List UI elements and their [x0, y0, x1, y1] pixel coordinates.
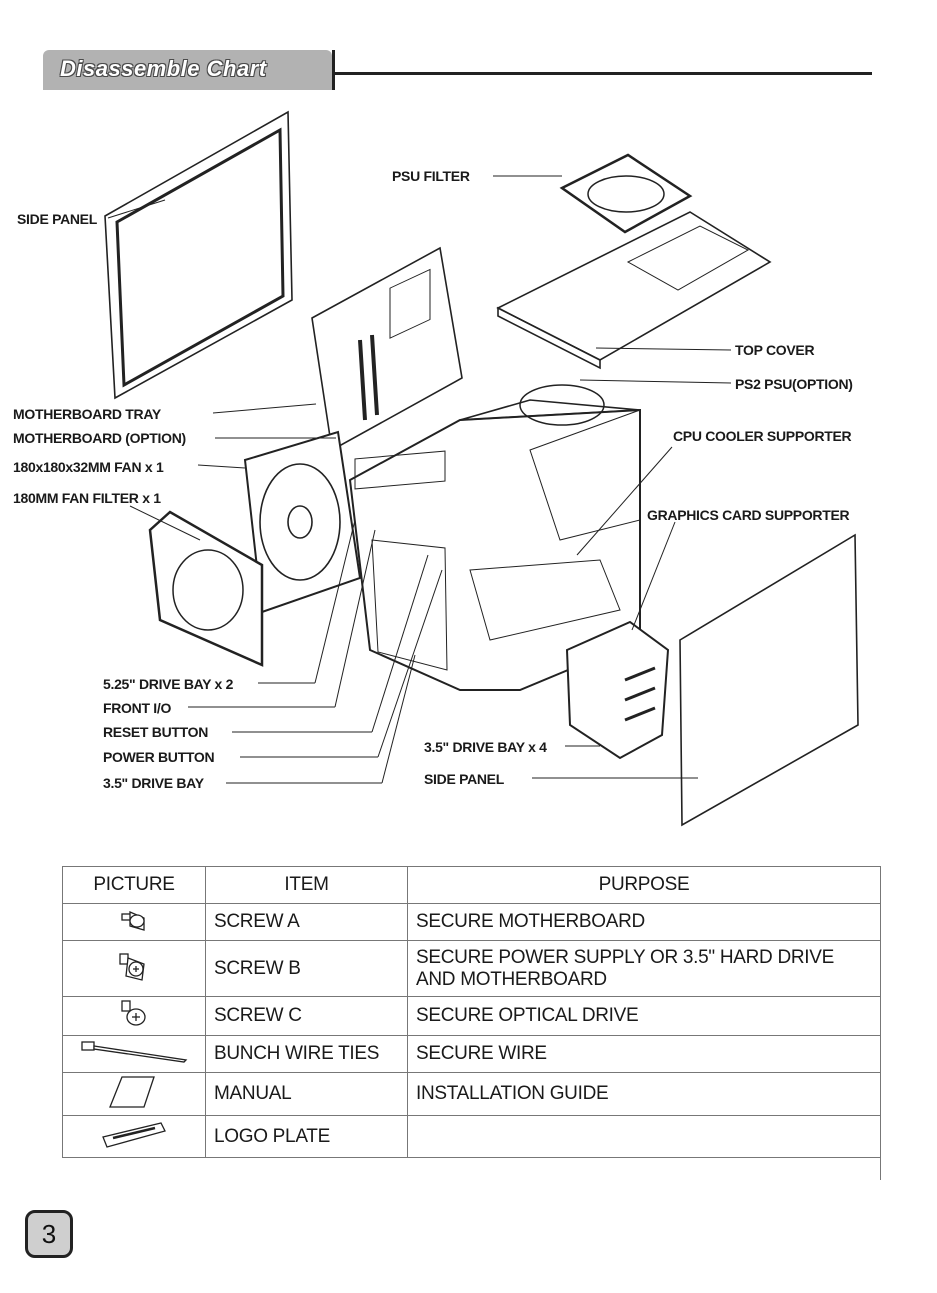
purpose-cell: [407, 1115, 881, 1158]
logo-plate-icon: [102, 1121, 166, 1148]
fan-filter-illustration: [148, 510, 264, 667]
page-title: Disassemble Chart: [60, 56, 267, 81]
parts-table: PICTURE ITEM PURPOSE SCREW A SECURE MOTH…: [62, 866, 881, 1158]
label-front-io: FRONT I/O: [103, 700, 172, 716]
purpose-cell: SECURE WIRE: [407, 1035, 881, 1073]
item-cell: SCREW C: [205, 996, 408, 1036]
picture-cell: [62, 996, 206, 1036]
label-reset-button: RESET BUTTON: [103, 724, 209, 740]
label-cpu-cooler-supporter: CPU COOLER SUPPORTER: [673, 428, 852, 444]
header-picture: PICTURE: [62, 866, 206, 904]
header-purpose: PURPOSE: [407, 866, 881, 904]
picture-cell: [62, 903, 206, 941]
label-ps2-psu: PS2 PSU(OPTION): [735, 376, 853, 392]
item-cell: LOGO PLATE: [205, 1115, 408, 1158]
header-item: ITEM: [205, 866, 408, 904]
item-cell: SCREW A: [205, 903, 408, 941]
label-motherboard: MOTHERBOARD (OPTION): [13, 430, 186, 446]
table-row: LOGO PLATE: [62, 1115, 881, 1158]
item-cell: SCREW B: [205, 940, 408, 997]
hex-screw-icon: [119, 952, 145, 981]
table-trailing-line: [880, 1150, 881, 1180]
side-panel-right-illustration: [679, 533, 859, 827]
table-row: SCREW C SECURE OPTICAL DRIVE: [62, 996, 881, 1036]
label-psu-filter: PSU FILTER: [392, 168, 470, 184]
label-top-cover: TOP COVER: [735, 342, 815, 358]
leader-lines: [107, 175, 732, 784]
title-tab: [43, 50, 332, 90]
cable-tie-icon: [81, 1041, 188, 1063]
label-side-panel-right: SIDE PANEL: [424, 771, 504, 787]
motherboard-tray-illustration: [311, 246, 463, 452]
item-cell: BUNCH WIRE TIES: [205, 1035, 408, 1073]
label-side-panel-left: SIDE PANEL: [17, 211, 97, 227]
table-row: MANUAL INSTALLATION GUIDE: [62, 1072, 881, 1116]
table-row: SCREW B SECURE POWER SUPPLY OR 3.5" HARD…: [62, 940, 881, 997]
item-cell: MANUAL: [205, 1072, 408, 1116]
picture-cell: [62, 1072, 206, 1116]
picture-cell: [62, 1035, 206, 1073]
purpose-cell: SECURE MOTHERBOARD: [407, 903, 881, 941]
label-power-button: POWER BUTTON: [103, 749, 215, 765]
psu-filter-illustration: [559, 153, 693, 234]
purpose-cell: SECURE OPTICAL DRIVE: [407, 996, 881, 1036]
phillips-screw-icon: [121, 1000, 146, 1026]
table-row: BUNCH WIRE TIES SECURE WIRE: [62, 1035, 881, 1073]
label-motherboard-tray: MOTHERBOARD TRAY: [13, 406, 161, 422]
table-header-row: PICTURE ITEM PURPOSE: [62, 866, 881, 904]
exploded-case-diagram: [104, 110, 859, 827]
purpose-cell: SECURE POWER SUPPLY OR 3.5" HARD DRIVE A…: [407, 940, 881, 997]
side-panel-left-illustration: [104, 110, 293, 400]
title-tab-edge: [332, 50, 335, 90]
label-drive-bay-525: 5.25" DRIVE BAY x 2: [103, 676, 234, 692]
label-fan: 180x180x32MM FAN x 1: [13, 459, 164, 475]
manual-icon: [109, 1076, 155, 1108]
title-rule: [332, 72, 872, 75]
label-drive-bay-35-x4: 3.5" DRIVE BAY x 4: [424, 739, 547, 755]
top-cover-illustration: [496, 211, 772, 370]
label-graphics-card-supporter: GRAPHICS CARD SUPPORTER: [647, 507, 850, 523]
standoff-screw-icon: [121, 911, 145, 931]
label-fan-filter: 180MM FAN FILTER x 1: [13, 490, 161, 506]
picture-cell: [62, 940, 206, 997]
picture-cell: [62, 1115, 206, 1158]
page-number: 3: [25, 1210, 73, 1258]
table-row: SCREW A SECURE MOTHERBOARD: [62, 903, 881, 941]
purpose-cell: INSTALLATION GUIDE: [407, 1072, 881, 1116]
label-drive-bay-35: 3.5" DRIVE BAY: [103, 775, 204, 791]
drive-cage-illustration: [565, 620, 670, 760]
